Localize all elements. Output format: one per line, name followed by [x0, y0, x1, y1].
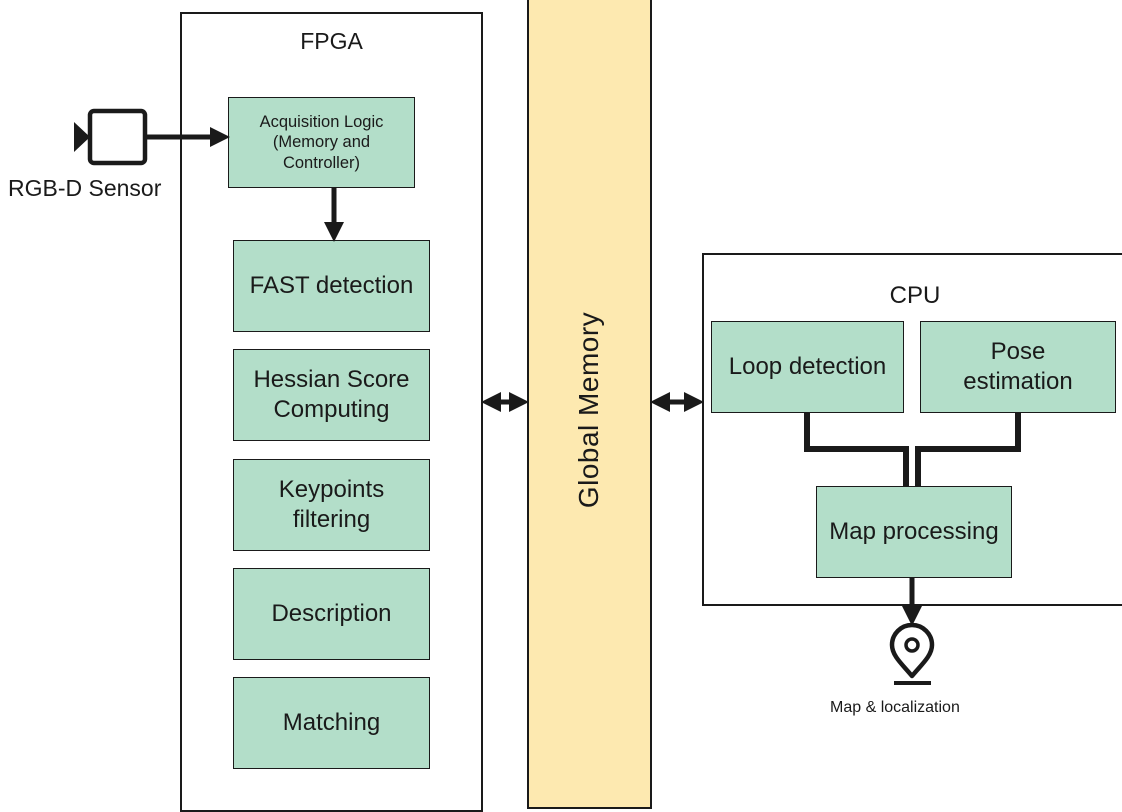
global-memory-label: Global Memory: [573, 311, 604, 509]
global-memory-bar: [527, 0, 652, 809]
camera-icon: [74, 108, 148, 166]
map-processing-block: Map processing: [816, 486, 1012, 578]
output-label: Map & localization: [830, 699, 960, 716]
acquisition-logic-block: Acquisition Logic (Memory and Controller…: [228, 97, 415, 188]
description-block: Description: [233, 568, 430, 660]
keypoints-filtering-block: Keypoints filtering: [233, 459, 430, 551]
location-pin-icon: [889, 622, 935, 685]
cpu-title: CPU: [889, 282, 941, 309]
sensor-label: RGB-D Sensor: [8, 175, 162, 201]
fast-detection-block: FAST detection: [233, 240, 430, 332]
pose-estimation-block: Pose estimation: [920, 321, 1116, 413]
matching-block: Matching: [233, 677, 430, 769]
fpga-title: FPGA: [300, 28, 363, 54]
loop-detection-block: Loop detection: [711, 321, 904, 413]
hessian-score-block: Hessian Score Computing: [233, 349, 430, 441]
